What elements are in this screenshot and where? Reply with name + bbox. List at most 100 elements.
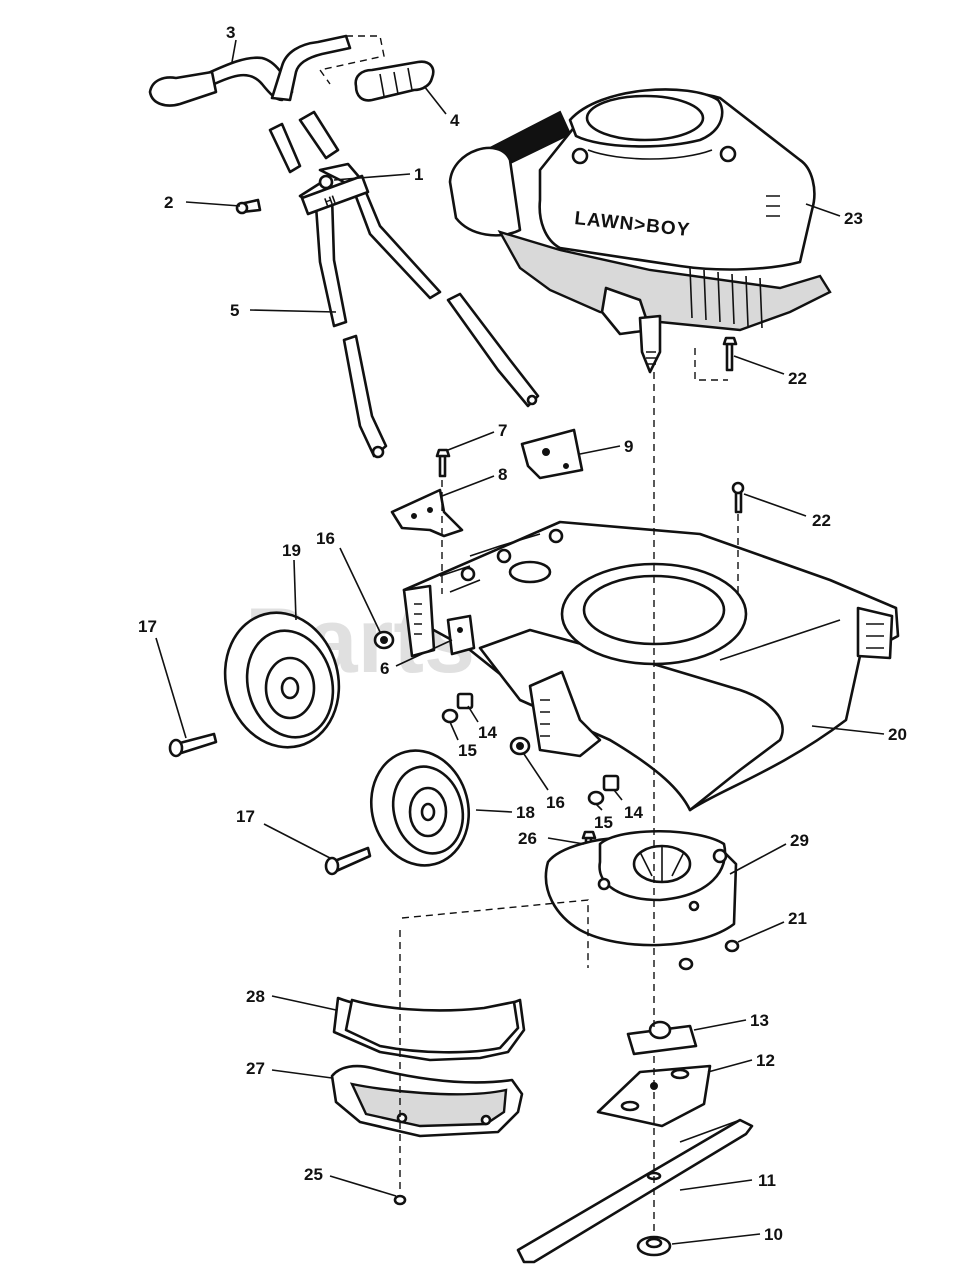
- bracket-part-9[interactable]: [520, 428, 584, 480]
- axle-bolt-part-17-lower[interactable]: [324, 846, 372, 876]
- leader-19: [293, 559, 297, 621]
- baffle-part-29[interactable]: [544, 829, 738, 947]
- callout-22-upper: 22: [788, 369, 807, 388]
- callout-19: 19: [282, 541, 301, 560]
- washer-part-15-lower[interactable]: [587, 790, 605, 806]
- leader-13: [693, 1019, 747, 1031]
- callout-5: 5: [230, 301, 239, 320]
- leader-16-lower: [523, 753, 549, 791]
- callout-4: 4: [450, 111, 460, 130]
- callout-1: 1: [414, 165, 423, 184]
- callout-14-lower: 14: [624, 803, 643, 822]
- leader-25: [329, 1175, 397, 1197]
- callout-22-lower: 22: [812, 511, 831, 530]
- bolt-part-22-upper[interactable]: [722, 336, 738, 372]
- callout-7: 7: [498, 421, 507, 440]
- bolt-part-7[interactable]: [435, 448, 451, 478]
- callout-6: 6: [380, 659, 389, 678]
- axle-bolt-part-17-upper[interactable]: [168, 732, 218, 758]
- nut-part-14-upper[interactable]: [456, 692, 474, 710]
- leader-16-upper: [339, 547, 381, 633]
- leader-6: [395, 639, 453, 667]
- leader-5: [249, 309, 337, 313]
- leader-17-lower: [263, 823, 331, 859]
- callout-26: 26: [518, 829, 537, 848]
- leader-14-upper: [467, 705, 479, 723]
- callout-16-lower: 16: [546, 793, 565, 812]
- washer-part-16-lower[interactable]: [509, 736, 531, 756]
- callout-23: 23: [844, 209, 863, 228]
- leader-22-upper: [733, 355, 785, 375]
- deck-housing-part-20[interactable]: [402, 520, 900, 812]
- bag-seal-part-28[interactable]: [332, 996, 526, 1062]
- engine-part-23[interactable]: LAWN>BOY: [448, 88, 832, 374]
- handle-brackets[interactable]: [268, 110, 340, 174]
- bracket-plate-part-6[interactable]: [446, 614, 476, 656]
- leader-3: [231, 39, 237, 63]
- blade-part-11[interactable]: [516, 1118, 754, 1264]
- wheel-part-19[interactable]: [210, 600, 353, 760]
- callout-17-lower: 17: [236, 807, 255, 826]
- callout-27: 27: [246, 1059, 265, 1078]
- grip-dashed-guide: [318, 35, 385, 85]
- leader-18: [475, 809, 513, 813]
- callout-14-upper: 14: [478, 723, 497, 742]
- callout-15-lower: 15: [594, 813, 613, 832]
- handle-hi-marking: HI: [323, 194, 337, 209]
- leader-17-upper: [155, 637, 187, 739]
- leader-15-upper: [449, 721, 459, 741]
- bag-dashed-guide: [401, 899, 589, 968]
- callout-16-upper: 16: [316, 529, 335, 548]
- callout-3: 3: [226, 23, 235, 42]
- leader-12: [707, 1059, 753, 1073]
- leader-2: [185, 201, 241, 207]
- callout-9: 9: [624, 437, 633, 456]
- grass-bag-part-27[interactable]: [330, 1064, 524, 1138]
- leader-8: [441, 475, 495, 497]
- callout-13: 13: [750, 1011, 769, 1030]
- callout-18: 18: [516, 803, 535, 822]
- callout-17-upper: 17: [138, 617, 157, 636]
- callout-8: 8: [498, 465, 507, 484]
- leader-27: [271, 1069, 333, 1079]
- callout-25: 25: [304, 1165, 323, 1184]
- leader-1: [333, 173, 411, 181]
- leader-9: [579, 445, 621, 455]
- callout-29: 29: [790, 831, 809, 850]
- callout-15-upper: 15: [458, 741, 477, 760]
- leader-20: [811, 725, 885, 735]
- washer-part-16-upper[interactable]: [373, 630, 395, 650]
- blade-adapter-part-13[interactable]: [626, 1020, 698, 1056]
- nut-part-21[interactable]: [678, 939, 740, 971]
- wheel-part-18[interactable]: [359, 740, 482, 877]
- nut-part-14-lower[interactable]: [602, 774, 620, 792]
- leader-14-lower: [613, 789, 623, 801]
- washer-part-15-upper[interactable]: [441, 708, 459, 724]
- leader-7: [447, 431, 495, 451]
- hand-grip-part-4[interactable]: [354, 60, 435, 102]
- leader-4: [423, 85, 447, 115]
- handle-lower-part-5[interactable]: [298, 162, 540, 459]
- callout-20: 20: [888, 725, 907, 744]
- callout-12: 12: [756, 1051, 775, 1070]
- leader-28: [271, 995, 337, 1011]
- leader-26: [547, 837, 585, 845]
- nut-part-25[interactable]: [393, 1194, 407, 1206]
- leader-15-lower: [595, 803, 603, 811]
- handle-knob-part-1[interactable]: [318, 174, 334, 190]
- leader-21: [737, 921, 785, 943]
- callout-2: 2: [164, 193, 173, 212]
- callout-11: 11: [758, 1171, 776, 1190]
- bracket-part-8[interactable]: [390, 488, 464, 538]
- callout-10: 10: [764, 1225, 783, 1244]
- leader-11: [679, 1179, 753, 1191]
- engine-bolt-guide: [694, 348, 728, 381]
- handle-upper-part-3[interactable]: [148, 34, 352, 107]
- leader-10: [671, 1233, 761, 1245]
- blade-nut-part-10[interactable]: [636, 1235, 672, 1257]
- callout-21: 21: [788, 909, 807, 928]
- bolt-part-2[interactable]: [235, 198, 262, 215]
- bolt-part-22-lower[interactable]: [731, 481, 745, 514]
